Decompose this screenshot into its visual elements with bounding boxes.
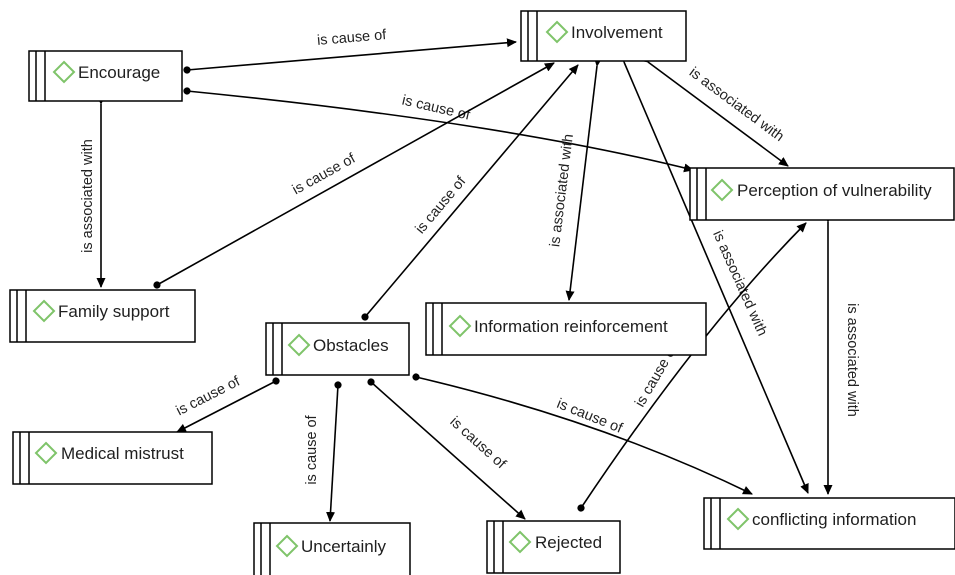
edge-rejected-perception: is cause of <box>577 222 807 512</box>
diamond-icon <box>275 534 299 558</box>
diamond-icon <box>287 333 311 357</box>
edge-obstacles-rejected: is cause of <box>367 378 526 520</box>
edge-label: is cause of <box>447 414 510 473</box>
node-family-support[interactable]: Family support <box>9 289 196 343</box>
node-label: Perception of vulnerability <box>737 181 932 200</box>
node-uncertainly[interactable]: Uncertainly <box>253 522 411 575</box>
edge-obstacles-mistrust: is cause of <box>174 373 280 433</box>
edge-label: is associated with <box>844 303 860 417</box>
node-label: Medical mistrust <box>61 444 184 463</box>
edge-encourage-involvement: is cause of <box>183 27 517 74</box>
edge-label: is cause of <box>174 373 244 419</box>
edge-label: is associated with <box>80 139 96 253</box>
edge-obstacles-uncertainly: is cause of <box>304 381 342 522</box>
diamond-icon <box>508 530 532 554</box>
edge-perception-conflicting: is associated with <box>823 213 860 495</box>
diamond-icon <box>710 178 734 202</box>
node-encourage[interactable]: Encourage <box>28 50 183 102</box>
edge-label: is associated with <box>686 64 787 145</box>
diamond-icon <box>545 20 569 44</box>
edge-involvement-info: is associated with <box>547 56 603 301</box>
node-obstacles[interactable]: Obstacles <box>265 322 410 376</box>
node-label: Involvement <box>571 23 663 42</box>
diamond-icon <box>448 314 472 338</box>
node-label: conflicting information <box>752 510 916 529</box>
node-label: Information reinforcement <box>474 317 668 336</box>
edge-family-involvement: is cause of <box>153 62 555 289</box>
node-label: Uncertainly <box>301 537 387 556</box>
diamond-icon <box>32 299 56 323</box>
node-involvement[interactable]: Involvement <box>520 10 687 62</box>
node-label: Family support <box>58 302 170 321</box>
node-conflicting-information[interactable]: conflicting information <box>703 497 955 550</box>
node-information-reinforcement[interactable]: Information reinforcement <box>425 302 707 356</box>
diamond-icon <box>52 60 76 84</box>
diamond-icon <box>34 441 58 465</box>
edge-encourage-perception: is cause of <box>183 87 694 173</box>
edge-label: is cause of <box>554 396 625 437</box>
edge-label: is associated with <box>547 133 577 248</box>
nodes: Involvement Encourage Perception of vuln… <box>9 10 955 575</box>
node-medical-mistrust[interactable]: Medical mistrust <box>12 431 213 485</box>
node-rejected[interactable]: Rejected <box>486 520 621 574</box>
diamond-icon <box>726 507 750 531</box>
node-perception[interactable]: Perception of vulnerability <box>689 167 955 221</box>
edge-encourage-family: is associated with <box>80 95 106 288</box>
edge-involvement-perception: is associated with <box>638 53 789 167</box>
node-label: Rejected <box>535 533 602 552</box>
edge-obstacles-involvement: is cause of <box>361 64 579 321</box>
edge-label: is cause of <box>304 414 320 484</box>
edge-label: is cause of <box>400 93 472 124</box>
node-label: Obstacles <box>313 336 389 355</box>
edge-label: is cause of <box>316 27 387 49</box>
node-label: Encourage <box>78 63 160 82</box>
